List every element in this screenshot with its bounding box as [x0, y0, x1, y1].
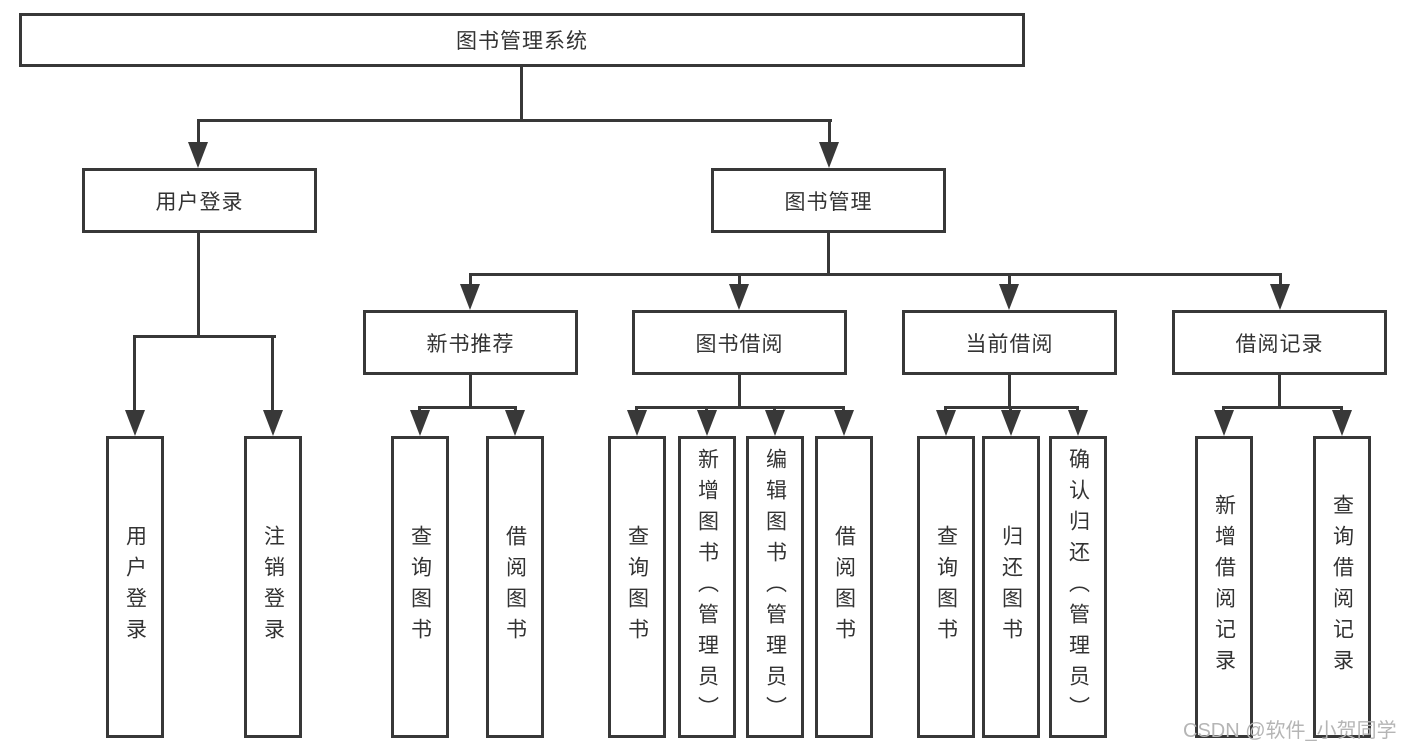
- node-borrowing-records: 借阅记录: [1172, 310, 1387, 375]
- edge-recommend-bar: [418, 406, 517, 409]
- arrow-down-icon: [819, 142, 839, 168]
- leaf-logout: 注销登录: [244, 436, 302, 738]
- leaf-label: 归还图书: [999, 525, 1023, 649]
- arrow-down-icon: [1270, 284, 1290, 310]
- node-label: 借阅记录: [1235, 332, 1324, 356]
- leaf-return-books: 归还图书: [982, 436, 1040, 738]
- edge-user-login-bar: [133, 335, 276, 338]
- leaf-add-books-admin: 新增图书（管理员）: [678, 436, 736, 738]
- leaf-label: 编辑图书（管理员）: [763, 447, 787, 727]
- edge-level3-drop: [1279, 273, 1282, 287]
- edge-leaf-drop: [635, 406, 638, 413]
- edge-records-stem: [1278, 375, 1281, 409]
- node-user-login: 用户登录: [82, 168, 317, 233]
- node-current-borrowing: 当前借阅: [902, 310, 1117, 375]
- leaf-confirm-return-admin: 确认归还（管理员）: [1049, 436, 1107, 738]
- node-label: 用户登录: [155, 190, 244, 214]
- node-label: 新书推荐: [426, 332, 515, 356]
- leaf-label: 用户登录: [123, 525, 147, 649]
- edge-level3-drop: [1008, 273, 1011, 287]
- edge-root-stem: [520, 66, 523, 122]
- arrow-down-icon: [627, 410, 647, 436]
- arrow-down-icon: [1332, 410, 1352, 436]
- leaf-add-borrow-record: 新增借阅记录: [1195, 436, 1253, 738]
- arrow-down-icon: [765, 410, 785, 436]
- edge-level2-bar: [197, 119, 832, 122]
- arrow-down-icon: [1214, 410, 1234, 436]
- leaf-query-books-borrow: 查询图书: [608, 436, 666, 738]
- arrow-down-icon: [188, 142, 208, 168]
- edge-leaf-drop: [1009, 406, 1012, 413]
- csdn-watermark: CSDN @软件_小贺同学: [1183, 720, 1397, 742]
- node-label: 图书管理系统: [456, 30, 588, 53]
- leaf-edit-books-admin: 编辑图书（管理员）: [746, 436, 804, 738]
- edge-borrowing-bar: [635, 406, 845, 409]
- edge-current-stem: [1008, 375, 1011, 409]
- edge-leaf-drop: [514, 406, 517, 413]
- edge-leaf-drop: [773, 406, 776, 413]
- leaf-label: 查询图书: [408, 525, 432, 649]
- node-book-borrowing: 图书借阅: [632, 310, 847, 375]
- edge-records-bar: [1222, 406, 1343, 409]
- edge-user-login-drop: [197, 119, 200, 147]
- edge-level3-drop: [469, 273, 472, 287]
- node-label: 当前借阅: [965, 332, 1054, 356]
- node-book-management: 图书管理: [711, 168, 946, 233]
- node-new-book-recommend: 新书推荐: [363, 310, 578, 375]
- leaf-label: 借阅图书: [503, 525, 527, 649]
- edge-leaf-drop: [1222, 406, 1225, 413]
- leaf-user-login: 用户登录: [106, 436, 164, 738]
- leaf-borrow-books: 借阅图书: [815, 436, 873, 738]
- arrow-down-icon: [729, 284, 749, 310]
- edge-book-management-stem: [827, 233, 830, 276]
- edge-leaf-drop: [944, 406, 947, 413]
- edge-borrowing-stem: [738, 375, 741, 409]
- leaf-label: 借阅图书: [832, 525, 856, 649]
- leaf-query-books-current: 查询图书: [917, 436, 975, 738]
- arrow-down-icon: [999, 284, 1019, 310]
- arrow-down-icon: [834, 410, 854, 436]
- edge-leaf-drop: [842, 406, 845, 413]
- arrow-down-icon: [936, 410, 956, 436]
- arrow-down-icon: [263, 410, 283, 436]
- edge-level3-bar: [469, 273, 1282, 276]
- arrow-down-icon: [505, 410, 525, 436]
- edge-leaf-drop: [1076, 406, 1079, 413]
- leaf-borrow-books-recommend: 借阅图书: [486, 436, 544, 738]
- arrow-down-icon: [1068, 410, 1088, 436]
- leaf-query-borrow-record: 查询借阅记录: [1313, 436, 1371, 738]
- leaf-label: 查询图书: [934, 525, 958, 649]
- node-library-management-system: 图书管理系统: [19, 13, 1025, 67]
- edge-leaf-drop: [418, 406, 421, 413]
- edge-leaf-drop: [271, 335, 274, 413]
- leaf-query-books-recommend: 查询图书: [391, 436, 449, 738]
- leaf-label: 新增借阅记录: [1212, 494, 1236, 680]
- edge-leaf-drop: [705, 406, 708, 413]
- arrow-down-icon: [125, 410, 145, 436]
- edge-recommend-stem: [469, 375, 472, 409]
- arrow-down-icon: [460, 284, 480, 310]
- leaf-label: 查询借阅记录: [1330, 494, 1354, 680]
- edge-level3-drop: [738, 273, 741, 287]
- edge-book-management-drop: [828, 119, 831, 147]
- node-label: 图书管理: [784, 190, 873, 214]
- edge-leaf-drop: [133, 335, 136, 413]
- leaf-label: 新增图书（管理员）: [695, 447, 719, 727]
- arrow-down-icon: [1001, 410, 1021, 436]
- node-label: 图书借阅: [695, 332, 784, 356]
- edge-user-login-stem: [197, 233, 200, 338]
- arrow-down-icon: [410, 410, 430, 436]
- leaf-label: 查询图书: [625, 525, 649, 649]
- arrow-down-icon: [697, 410, 717, 436]
- leaf-label: 注销登录: [261, 525, 285, 649]
- leaf-label: 确认归还（管理员）: [1066, 447, 1090, 727]
- edge-leaf-drop: [1340, 406, 1343, 413]
